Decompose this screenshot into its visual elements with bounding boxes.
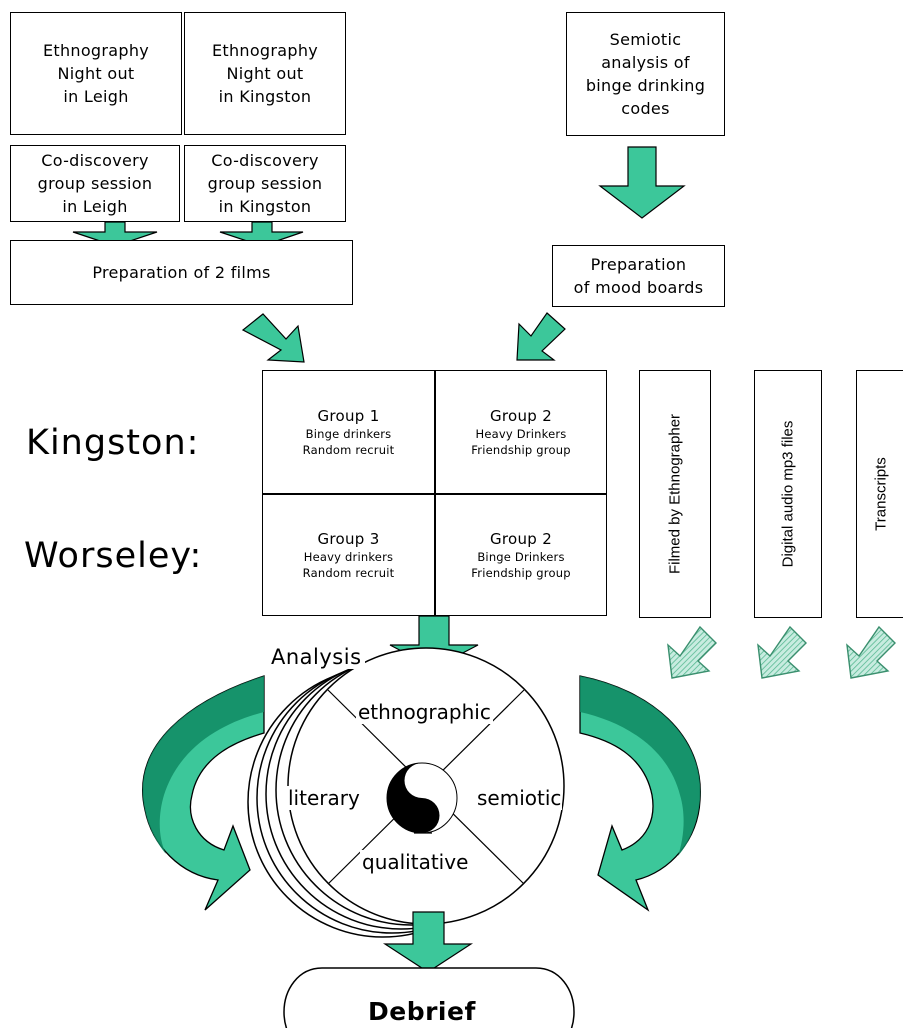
- group-cell: Group 2 Heavy Drinkers Friendship group: [435, 371, 607, 493]
- row-label-worseley: Worseley:: [24, 536, 203, 576]
- group-recruit: Friendship group: [471, 565, 571, 580]
- arrow-audio-output-icon: [757, 625, 807, 679]
- group-title: Group 3: [317, 529, 380, 548]
- films-preparation-box: Preparation of 2 films: [10, 240, 353, 305]
- output-film-box: Filmed by Ethnographer: [639, 370, 711, 618]
- yin-yang-icon: [386, 762, 458, 834]
- debrief-label: Debrief: [368, 997, 476, 1026]
- analysis-title: Analysis: [268, 645, 365, 669]
- output-transcripts-label: Transcripts: [872, 457, 890, 531]
- group-title: Group 1: [317, 407, 380, 425]
- debrief-oval: [283, 967, 575, 1028]
- codiscovery-leigh-box: Co-discovery group session in Leigh: [10, 145, 180, 222]
- analysis-semiotic-label: semiotic: [476, 786, 563, 810]
- output-film-label: Filmed by Ethnographer: [666, 413, 684, 575]
- analysis-literary-label: literary: [287, 786, 361, 810]
- group-cell: Group 2 Binge Drinkers Friendship group: [435, 494, 607, 615]
- group-recruit: Friendship group: [471, 443, 571, 457]
- group-grid: Group 1 Binge drinkers Random recruit Gr…: [262, 370, 607, 616]
- curved-arrow-right-shade: [580, 676, 701, 856]
- arrow-analysis-to-debrief-icon: [382, 911, 474, 973]
- arrow-transcripts-output-icon: [846, 625, 896, 679]
- group-cell: Group 1 Binge drinkers Random recruit: [263, 371, 434, 493]
- group-type: Heavy drinkers: [303, 549, 394, 564]
- semiotic-analysis-box: Semiotic analysis of binge drinking code…: [566, 12, 725, 136]
- arrow-down-kingston-icon: [219, 221, 304, 247]
- group-title: Group 2: [489, 529, 553, 548]
- group-recruit: Random recruit: [302, 565, 395, 580]
- arrow-down-semiotic-icon: [598, 146, 686, 219]
- arrow-down-leigh-icon: [72, 221, 158, 247]
- arrow-film-output-icon: [667, 625, 717, 679]
- mood-boards-box: Preparation of mood boards: [552, 245, 725, 307]
- group-type: Heavy Drinkers: [475, 427, 567, 441]
- group-title: Group 2: [489, 407, 553, 425]
- group-type: Binge Drinkers: [477, 549, 565, 564]
- arrow-moodboards-to-groups-icon: [516, 312, 566, 361]
- analysis-qualitative-label: qualitative: [360, 850, 471, 874]
- group-recruit: Random recruit: [302, 443, 395, 457]
- group-cell: Group 3 Heavy drinkers Random recruit: [263, 494, 434, 615]
- row-label-kingston: Kingston:: [26, 423, 200, 463]
- codiscovery-kingston-box: Co-discovery group session in Kingston: [184, 145, 346, 222]
- output-transcripts-box: Transcripts: [856, 370, 903, 618]
- analysis-ethnographic-label: ethnographic: [356, 700, 493, 724]
- curved-arrow-left-shade: [142, 676, 264, 854]
- arrow-films-to-groups-icon: [241, 313, 305, 363]
- output-audio-box: Digital audio mp3 files: [754, 370, 822, 618]
- group-type: Binge drinkers: [305, 427, 392, 441]
- output-audio-label: Digital audio mp3 files: [779, 420, 797, 568]
- ethnography-kingston-box: Ethnography Night out in Kingston: [184, 12, 346, 135]
- ethnography-leigh-box: Ethnography Night out in Leigh: [10, 12, 182, 135]
